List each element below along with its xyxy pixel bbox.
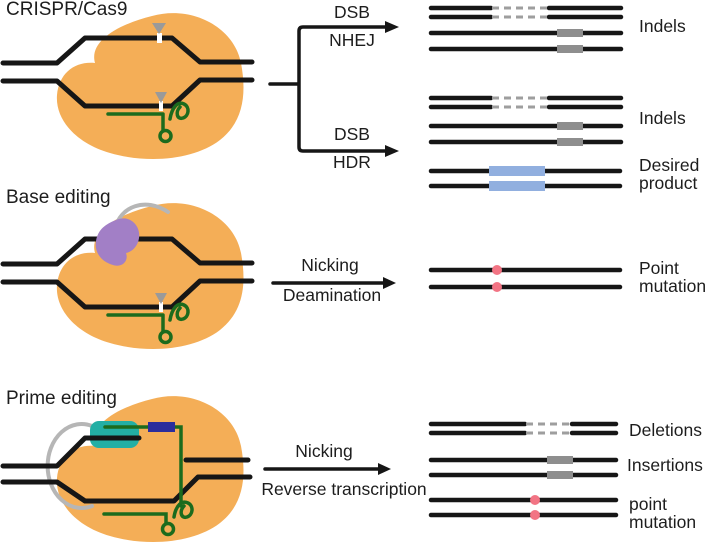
section-title-prime-editing: Prime editing: [6, 388, 117, 409]
outcome-desired-line1: Desired: [639, 155, 700, 175]
branch-bracket: [268, 25, 387, 153]
rt-template-box: [148, 422, 175, 432]
point-mutation-dots: [492, 265, 540, 520]
label-reverse-transcription: Reverse transcription: [261, 479, 427, 499]
cut-site-marker-icon: [152, 23, 166, 34]
section-title-crispr-cas9: CRISPR/Cas9: [6, 0, 128, 20]
outcome-point-lower-line1: point: [629, 494, 667, 514]
outcome-desired-product: Desired product: [639, 156, 699, 192]
product-dna-lines: [428, 5, 624, 518]
outcome-point-mutation-base: Point mutation: [639, 259, 706, 295]
reverse-transcriptase-box: [90, 421, 139, 448]
cas9-protein-blob: [56, 203, 244, 350]
crispr-cas9-panel: [3, 13, 252, 160]
base-editing-panel: [3, 202, 252, 350]
label-hdr: HDR: [333, 152, 371, 172]
dna-top-strand-flap: [0, 435, 142, 469]
prime-editing-panel: [0, 396, 253, 543]
insertion-boxes: [547, 29, 583, 479]
peg-rna: [102, 425, 194, 537]
deletion-dashes: [492, 6, 570, 435]
arrowhead-icon: [378, 463, 391, 475]
pathway-arrows: [263, 25, 387, 471]
deaminase-blob: [95, 218, 140, 266]
label-deamination: Deamination: [282, 285, 382, 305]
outcome-insertions: Insertions: [627, 455, 703, 475]
bottom-nick-gap: [159, 101, 163, 111]
arrowheads: [378, 21, 399, 475]
desired-insert-boxes: [489, 166, 545, 191]
section-title-base-editing: Base editing: [6, 187, 111, 208]
label-nicking-prime: Nicking: [295, 441, 353, 461]
top-nick-gap: [157, 33, 162, 43]
outcome-desired-line2: product: [639, 173, 698, 193]
cas9-protein-blob: [56, 396, 244, 543]
arrowhead-icon: [383, 277, 396, 289]
outcome-point-line1: Point: [639, 258, 679, 278]
arrowhead-icon: [385, 21, 399, 33]
label-dsb-top: DSB: [334, 2, 370, 22]
label-nicking-base: Nicking: [301, 255, 359, 275]
cas9-protein-blob: [56, 13, 244, 160]
bottom-nick-gap: [159, 302, 163, 312]
dna-strands: [0, 435, 253, 504]
dna-bottom-strand: [0, 474, 253, 504]
label-dsb-bottom: DSB: [334, 124, 370, 144]
arrowhead-icon: [385, 145, 399, 157]
outcome-point-lower-line2: mutation: [629, 512, 697, 532]
label-nhej: NHEJ: [329, 30, 375, 50]
outcome-indels-hdr: Indels: [639, 108, 686, 128]
cut-site-marker-icon: [155, 293, 167, 304]
cut-site-marker-icon: [155, 92, 167, 103]
outcome-indels-nhej: Indels: [639, 16, 686, 36]
outcome-deletions: Deletions: [629, 420, 702, 440]
outcome-point-line2: mutation: [639, 276, 707, 296]
outcome-point-mutation-prime: point mutation: [629, 495, 696, 531]
